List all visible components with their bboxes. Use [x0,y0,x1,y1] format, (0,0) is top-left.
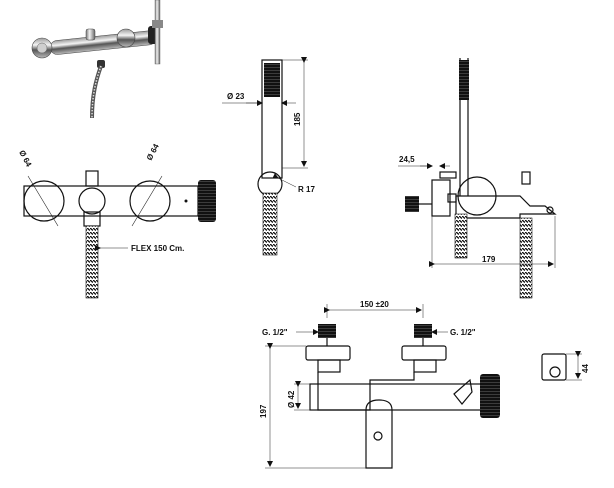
label-hand-radius: R 17 [298,185,315,194]
installation-view [265,304,500,469]
label-body-dia: Ø 42 [287,390,296,408]
label-inlet-right: G. 1/2" [450,328,476,337]
product-photo [31,0,163,119]
label-flex-hose: FLEX 150 Cm. [131,244,184,253]
wall-plate-view [541,351,582,381]
label-side-offset: 24,5 [399,155,415,164]
side-view [398,58,557,299]
front-view [23,170,216,299]
label-centers: 150 ±20 [360,300,389,309]
label-inlet-left: G. 1/2" [262,328,288,337]
hand-shower-view [222,57,308,256]
label-hand-length: 185 [293,112,302,126]
label-plate-size: 44 [581,364,590,373]
label-hand-dia: Ø 23 [227,92,245,101]
label-front-dia-left: Ø 64 [17,149,33,169]
label-front-dia-right: Ø 64 [145,142,161,162]
label-side-length: 179 [482,255,496,264]
label-total-height: 197 [259,404,268,418]
